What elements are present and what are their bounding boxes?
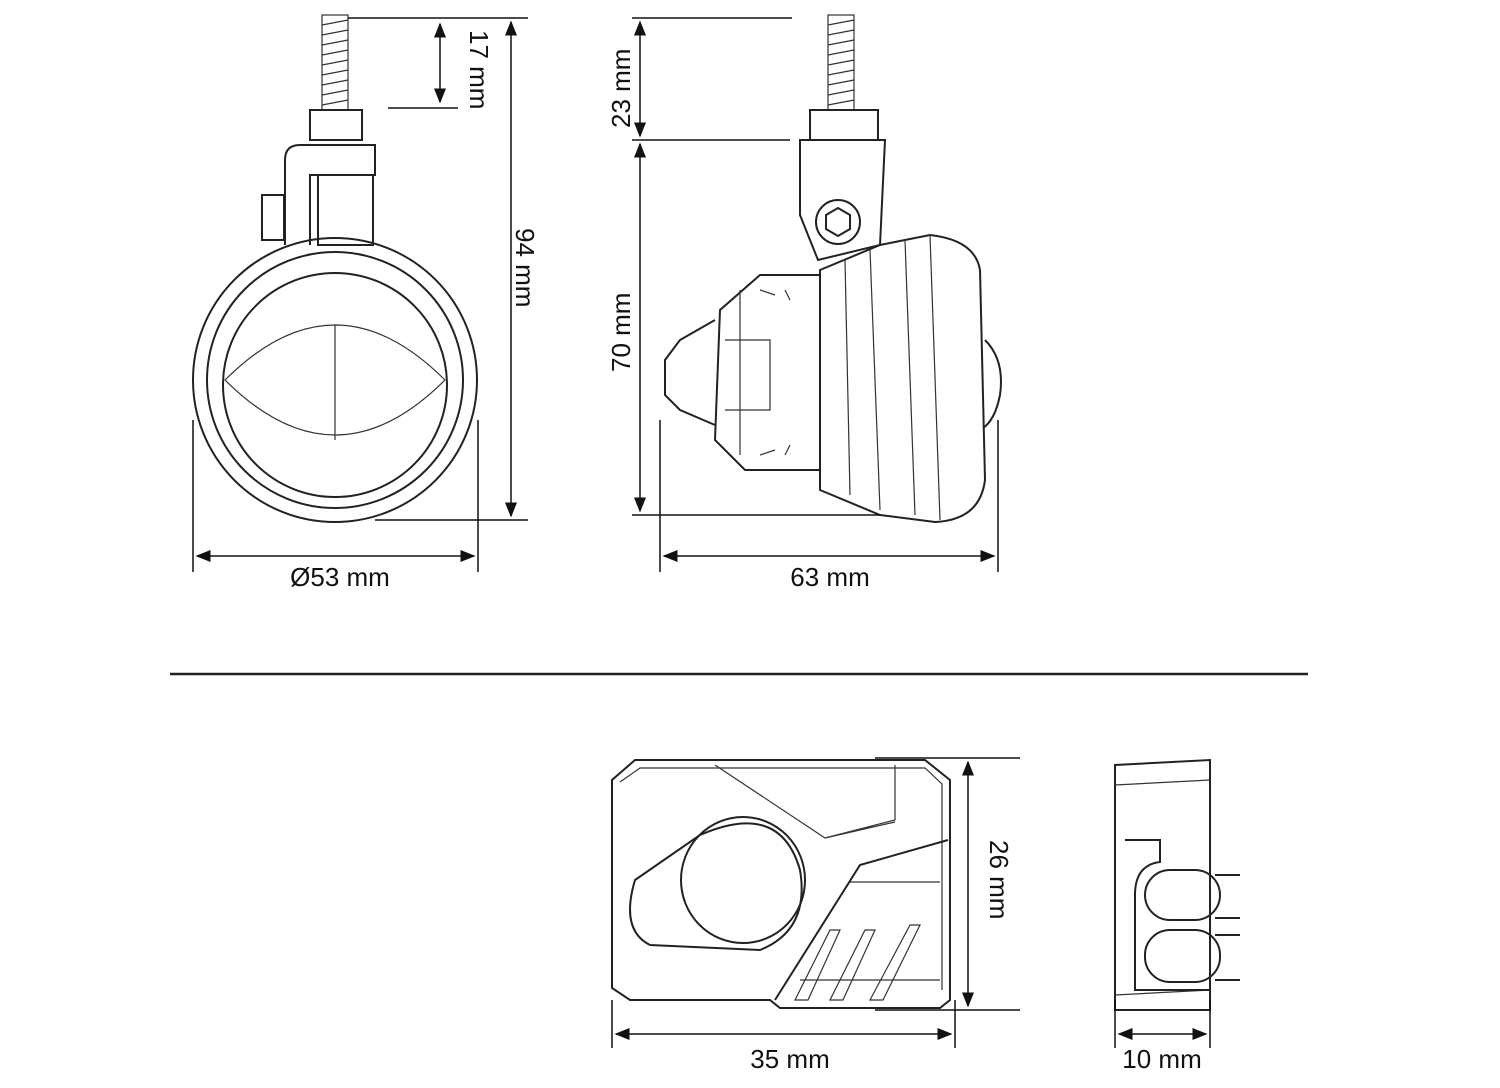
bolt-length-label: 17 mm <box>464 30 494 109</box>
diameter-label: Ø53 mm <box>290 562 390 592</box>
mount-height-label: 23 mm <box>606 49 636 128</box>
side-dimensions: 23 mm 70 mm 63 mm <box>606 17 999 592</box>
side-view <box>664 14 1002 524</box>
total-height-label: 94 mm <box>510 228 540 307</box>
bracket-depth-label: 10 mm <box>1122 1044 1201 1074</box>
bracket-side-view <box>1114 758 1240 1011</box>
bracket-front-dimensions: 26 mm 35 mm <box>611 757 1020 1074</box>
housing-height-label: 70 mm <box>606 293 636 372</box>
bracket-front-view <box>611 759 951 1009</box>
depth-label: 63 mm <box>790 562 869 592</box>
bracket-width-label: 35 mm <box>750 1044 829 1074</box>
front-dimensions: 17 mm 94 mm Ø53 mm <box>192 17 540 592</box>
bracket-height-label: 26 mm <box>984 840 1014 919</box>
bracket-side-dimensions: 10 mm <box>1114 1000 1211 1074</box>
front-view <box>192 14 478 523</box>
